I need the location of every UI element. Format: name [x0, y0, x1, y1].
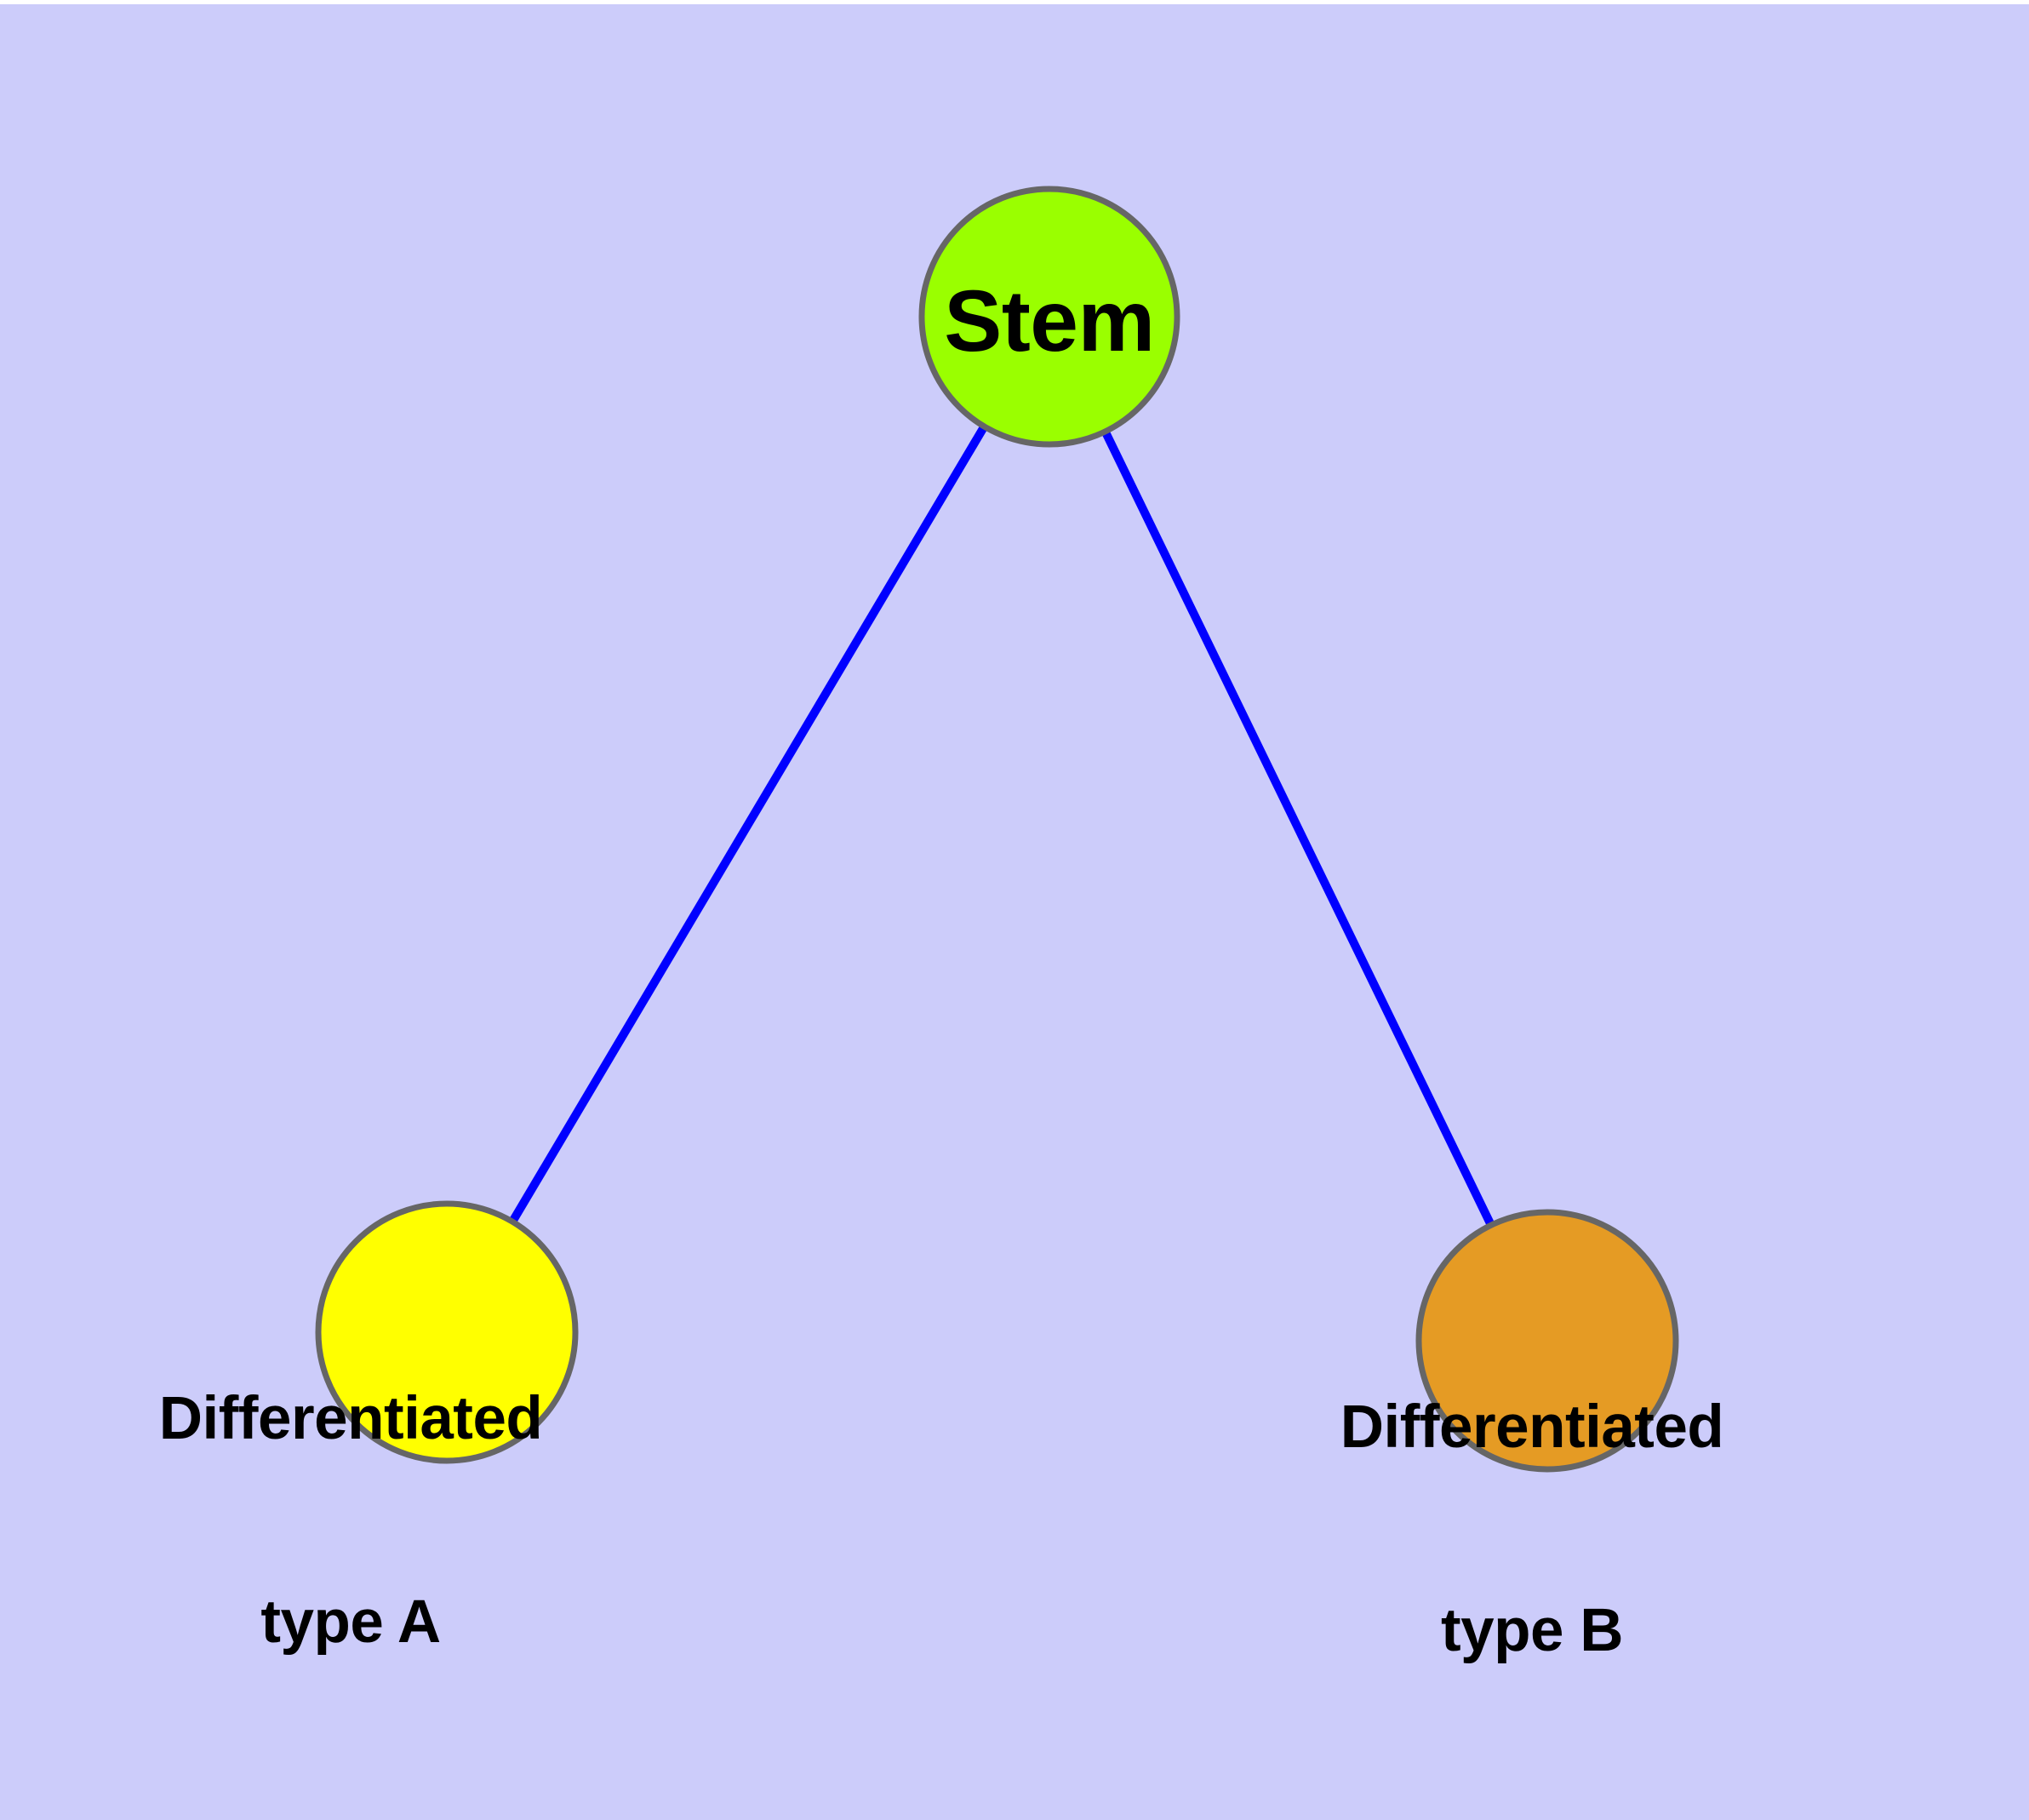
edge-stem-to-differentiated-type-b [1045, 314, 1552, 1343]
node-differentiated-type-a[interactable] [315, 1200, 579, 1464]
node-stem[interactable] [918, 186, 1180, 448]
node-layer [315, 186, 1679, 1473]
node-differentiated-type-b[interactable] [1415, 1209, 1679, 1473]
edge-stem-to-differentiated-type-a [443, 314, 1054, 1335]
edge-layer [443, 314, 1552, 1343]
